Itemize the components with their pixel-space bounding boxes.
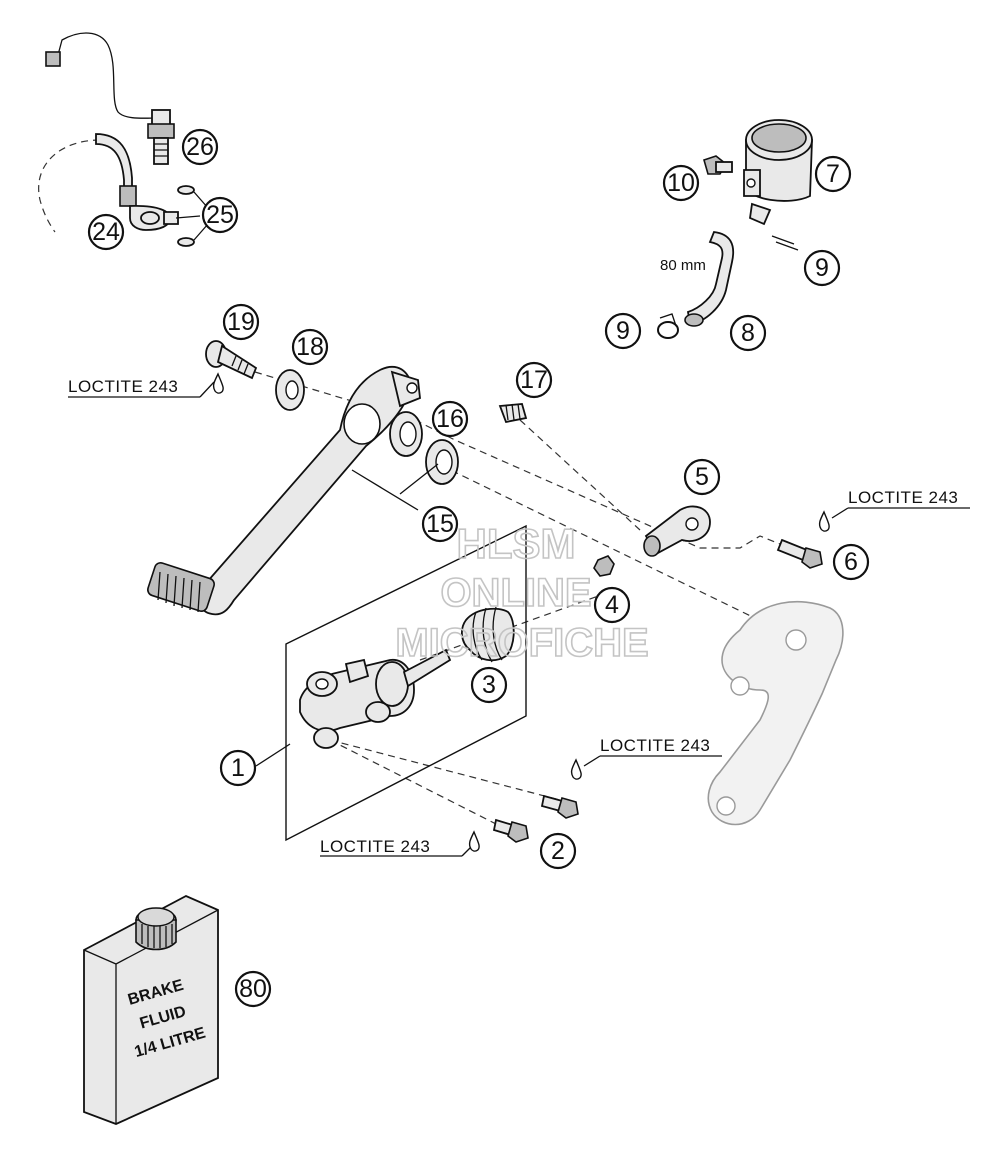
watermark: HLSM ONLINE MICROFICHE — [395, 519, 650, 666]
callout-15: 15 — [421, 505, 459, 543]
callout-18: 18 — [291, 328, 329, 366]
loctite-label-clevis-bolt: LOCTITE 243 — [818, 488, 970, 532]
svg-text:16: 16 — [436, 405, 464, 433]
sealing-ring-bottom — [177, 237, 195, 247]
brake-hose-assembly — [38, 133, 195, 247]
svg-text:ONLINE: ONLINE — [440, 571, 591, 615]
svg-text:9: 9 — [815, 254, 829, 282]
master-cylinder — [299, 648, 452, 749]
svg-text:9: 9 — [616, 317, 630, 345]
callout-7: 7 — [814, 155, 852, 193]
leaders-main — [255, 743, 291, 767]
master-cylinder-outline-box — [285, 524, 527, 842]
rubber-boot — [461, 606, 515, 663]
svg-text:5: 5 — [695, 463, 709, 491]
loctite-drop — [818, 510, 830, 532]
clevis-bolt — [776, 538, 823, 569]
leaders-15 — [351, 463, 439, 511]
clevis-nut — [593, 555, 615, 577]
return-spring — [498, 403, 528, 424]
callout-2: 2 — [539, 832, 577, 870]
switch-hex — [147, 123, 175, 139]
callout-80: 80 — [234, 970, 272, 1008]
loctite-label-screw-upper: LOCTITE 243 — [570, 736, 722, 780]
callout-19: 19 — [222, 303, 260, 341]
callout-24: 24 — [87, 213, 125, 251]
callout-6: 6 — [832, 543, 870, 581]
callout-25: 25 — [201, 196, 239, 234]
svg-text:10: 10 — [667, 169, 695, 197]
sealing-ring-top — [177, 185, 195, 195]
callout-10: 10 — [662, 164, 700, 202]
svg-text:19: 19 — [227, 308, 255, 336]
callout-9-top: 9 — [803, 249, 841, 287]
callout-3: 3 — [470, 666, 508, 704]
callout-1: 1 — [219, 749, 257, 787]
loctite-drop — [570, 758, 582, 780]
loctite-drop — [212, 372, 224, 394]
svg-text:17: 17 — [520, 366, 548, 394]
svg-text:HLSM: HLSM — [457, 520, 576, 567]
svg-text:15: 15 — [426, 510, 454, 538]
callout-8: 8 — [729, 314, 767, 352]
connector-plug — [45, 51, 61, 67]
loctite-drop — [468, 830, 480, 852]
hose-clamp-bottom — [657, 313, 679, 339]
pivot-washer — [275, 369, 305, 411]
mounting-screw-lower — [492, 818, 529, 843]
callout-16: 16 — [431, 400, 469, 438]
frame-bracket-ghost — [707, 600, 844, 826]
svg-text:6: 6 — [844, 548, 858, 576]
brake-fluid-bottle: BRAKE FLUID 1/4 LITRE — [83, 895, 219, 1125]
loctite-label-screw-lower: LOCTITE 243 — [320, 830, 480, 857]
callout-26: 26 — [181, 128, 219, 166]
hose-length-dimension: 80 mm — [660, 257, 706, 274]
hose-clamp-top — [771, 235, 799, 251]
svg-text:7: 7 — [826, 160, 840, 188]
callout-5: 5 — [683, 458, 721, 496]
reservoir-hose — [684, 231, 735, 327]
svg-text:18: 18 — [296, 333, 324, 361]
svg-text:3: 3 — [482, 671, 496, 699]
switch-thread — [153, 137, 169, 165]
svg-text:LOCTITE 243: LOCTITE 243 — [320, 837, 430, 856]
brake-pedal — [147, 365, 421, 616]
svg-text:25: 25 — [206, 201, 234, 229]
loctite-label-pivot: LOCTITE 243 — [68, 372, 224, 398]
mounting-screw-upper — [540, 794, 579, 819]
svg-text:26: 26 — [186, 133, 214, 161]
bearing-outer — [425, 439, 459, 485]
svg-text:2: 2 — [551, 837, 565, 865]
callout-4: 4 — [593, 586, 631, 624]
svg-text:LOCTITE 243: LOCTITE 243 — [68, 377, 178, 396]
callout-17: 17 — [515, 361, 553, 399]
pivot-bolt — [205, 340, 258, 380]
clevis — [643, 505, 711, 557]
brake-light-switch-assembly — [45, 32, 175, 165]
svg-text:MICROFICHE: MICROFICHE — [395, 621, 648, 665]
svg-text:4: 4 — [605, 591, 619, 619]
svg-text:LOCTITE 243: LOCTITE 243 — [848, 488, 958, 507]
callout-9-bottom: 9 — [604, 312, 642, 350]
pedal-tip — [147, 562, 215, 612]
svg-text:8: 8 — [741, 319, 755, 347]
svg-text:1: 1 — [231, 754, 245, 782]
svg-text:LOCTITE 243: LOCTITE 243 — [600, 736, 710, 755]
reservoir-screw — [703, 155, 733, 175]
fluid-reservoir — [743, 119, 813, 226]
svg-text:80: 80 — [239, 975, 267, 1003]
bearing-inner — [389, 411, 423, 457]
svg-text:24: 24 — [92, 218, 120, 246]
